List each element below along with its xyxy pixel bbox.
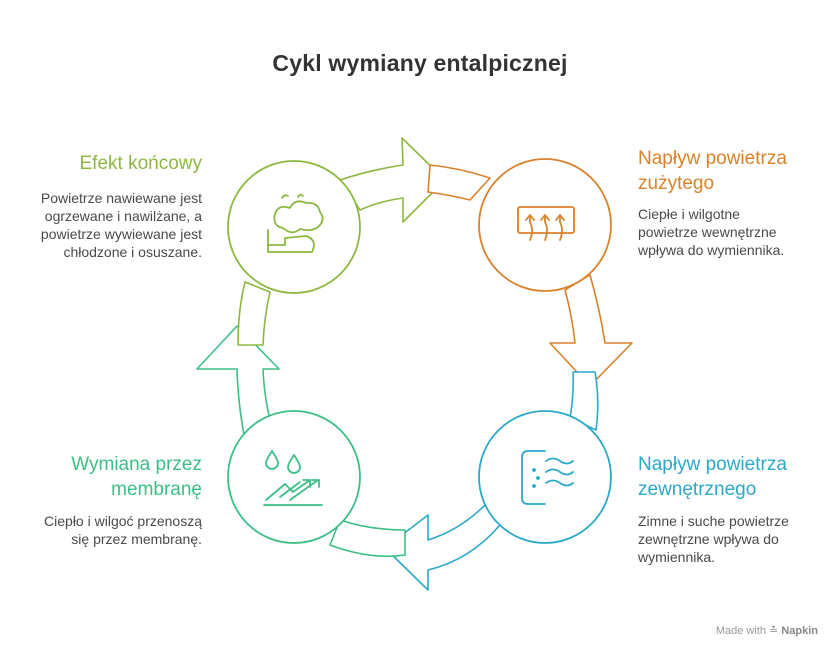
step-desc-zuzytego: Ciepłe i wilgotne powietrze wewnętrzne w… xyxy=(638,206,785,258)
step-title-efekt: Efekt końcowy xyxy=(79,153,203,174)
arrow-membrany-segment xyxy=(329,519,406,558)
step-desc-zewnetrznego: Zimne i suche powietrze zewnętrzne wpływ… xyxy=(638,513,789,565)
made-with-napkin-badge: Made with ≛ Napkin xyxy=(716,624,818,637)
napkin-brand: Napkin xyxy=(781,625,818,637)
arrow-zewnetrznego-to-membrany xyxy=(384,504,501,591)
circle-zuzytego xyxy=(478,158,612,292)
arrow-efekt-segment xyxy=(237,281,271,346)
circle-membrany xyxy=(227,410,361,544)
drops-exchange-icon xyxy=(263,450,323,506)
step-title-membrany: Wymiana przez membranę xyxy=(71,454,202,500)
cold-air-wind-icon xyxy=(521,450,574,505)
diagram-title: Cykl wymiany entalpicznej xyxy=(272,50,568,76)
arrow-membrany-up xyxy=(196,325,280,441)
step-desc-membrany: Ciepło i wilgoć przenoszą się przez memb… xyxy=(44,513,202,547)
step-desc-efekt: Powietrze nawiewane jest ogrzewane i naw… xyxy=(40,190,202,260)
made-with-label: Made with xyxy=(715,625,766,637)
arrow-zuzytego-to-zewnetrznego xyxy=(427,164,491,201)
napkin-logo-icon: ≛ xyxy=(769,625,779,637)
circle-zewnetrznego xyxy=(478,410,612,544)
circle-efekt xyxy=(227,160,361,294)
humidifier-steam-icon xyxy=(267,193,324,253)
arrow-zuzytego-down xyxy=(549,274,633,387)
heater-airflow-icon xyxy=(517,206,575,241)
step-title-zuzytego: Napływ powietrza zużytego xyxy=(638,148,787,194)
step-title-zewnetrznego: Napływ powietrza zewnętrznego xyxy=(638,454,787,500)
